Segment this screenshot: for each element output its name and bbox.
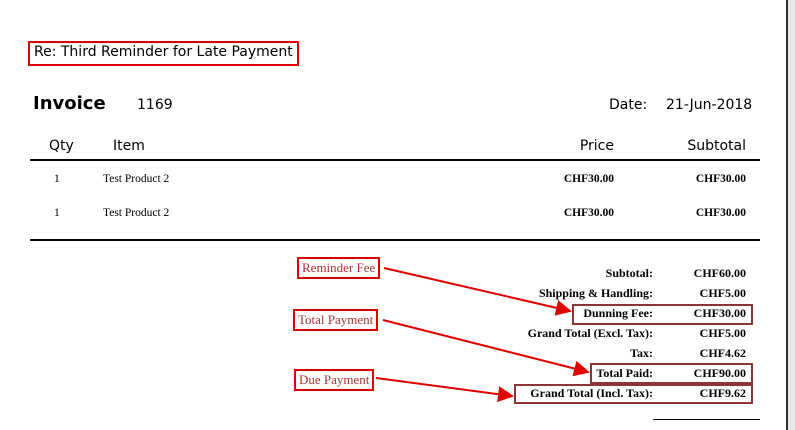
arrow-due-payment — [375, 377, 514, 403]
highlight-total-paid — [590, 363, 753, 384]
summary-value-shipping: CHF5.00 — [699, 286, 746, 300]
summary-label-shipping: Shipping & Handling: — [538, 286, 653, 300]
row-price: CHF30.00 — [563, 207, 614, 219]
summary-value-total-paid: CHF90.00 — [693, 366, 746, 380]
annotation-due-payment: Due Payment — [294, 369, 375, 391]
row-price: CHF30.00 — [563, 173, 614, 185]
summary-label-dunning: Dunning Fee: — [583, 306, 653, 320]
annotation-reminder-fee: Reminder Fee — [297, 257, 381, 279]
summary-label-tax: Tax: — [630, 346, 653, 360]
header-qty: Qty — [49, 138, 74, 154]
header-price: Price — [579, 138, 614, 154]
subject-box — [28, 41, 299, 66]
annotation-total-payment: Total Payment — [293, 309, 379, 331]
row-item: Test Product 2 — [103, 207, 170, 219]
row-subtotal: CHF30.00 — [695, 207, 746, 219]
invoice-number: 1169 — [137, 97, 173, 113]
arrow-reminder-fee — [383, 267, 572, 316]
row-qty: 1 — [54, 207, 60, 219]
summary-value-tax: CHF4.62 — [699, 346, 746, 360]
page-gutter — [788, 0, 795, 430]
summary-label-subtotal: Subtotal: — [605, 266, 653, 280]
table-divider — [30, 239, 760, 241]
subject-line: Re: Third Reminder for Late Payment — [34, 44, 293, 60]
row-item: Test Product 2 — [103, 173, 170, 185]
summary-label-grand-incl: Grand Total (Incl. Tax): — [530, 386, 653, 400]
summary-label-total-paid: Total Paid: — [596, 366, 653, 380]
page-edge — [786, 0, 788, 430]
summary-value-grand-incl: CHF9.62 — [699, 386, 746, 400]
highlight-grand-total — [514, 384, 753, 404]
summary-value-subtotal: CHF60.00 — [693, 266, 746, 280]
date-label: Date: — [609, 97, 648, 113]
header-subtotal: Subtotal — [687, 138, 746, 154]
invoice-title: Invoice — [33, 93, 106, 114]
summary-label-grand-excl: Grand Total (Excl. Tax): — [527, 326, 653, 340]
summary-value-dunning: CHF30.00 — [693, 306, 746, 320]
row-subtotal: CHF30.00 — [695, 173, 746, 185]
summary-value-grand-excl: CHF5.00 — [699, 326, 746, 340]
header-item: Item — [113, 138, 145, 154]
signature-line — [653, 419, 760, 420]
invoice-date: 21-Jun-2018 — [666, 97, 753, 113]
row-qty: 1 — [54, 173, 60, 185]
arrow-total-payment — [382, 319, 590, 377]
highlight-dunning-fee — [572, 304, 753, 325]
header-divider — [30, 159, 760, 161]
